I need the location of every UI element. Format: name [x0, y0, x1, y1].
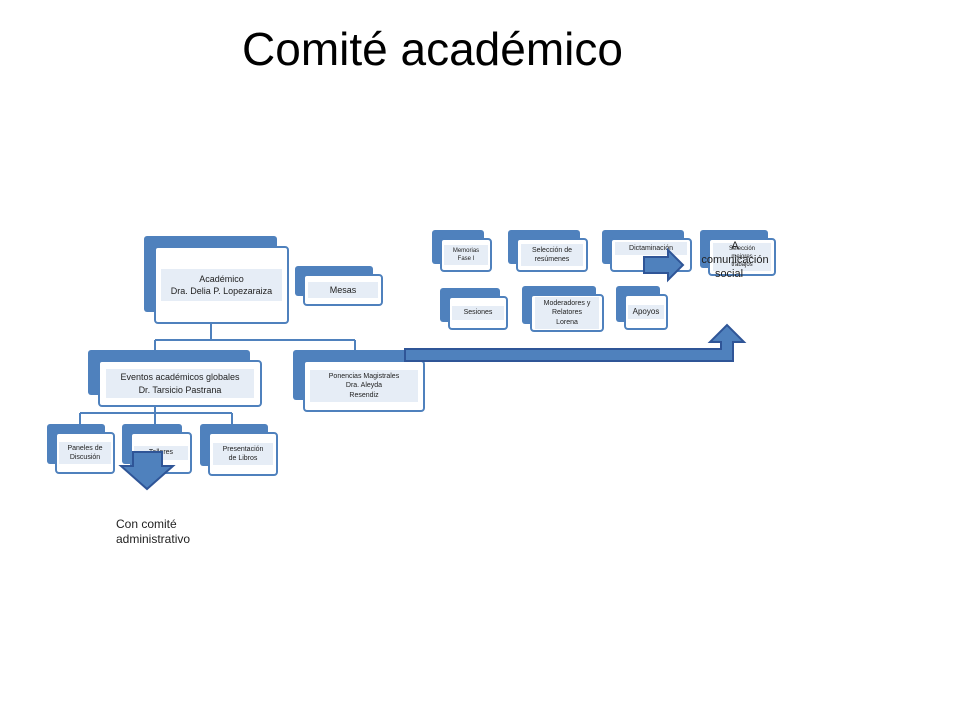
node-eventos-name: Eventos académicos globales	[120, 372, 240, 383]
node-moderadores-line1: Moderadores y	[543, 299, 591, 307]
node-mesas-label: Mesas	[329, 284, 357, 295]
node-apoyos-label: Apoyos	[632, 306, 660, 316]
note-comunicacion-line3: social	[714, 267, 744, 280]
node-memorias-line2: Fase I	[457, 256, 475, 262]
note-comite-administrativo: Con comité administrativo	[116, 517, 236, 547]
node-ponencias-line3: Resendiz	[349, 391, 379, 399]
node-presentacion: Presentación de Libros	[200, 424, 278, 476]
node-academico-person: Dra. Delia P. Lopezaraiza	[170, 286, 273, 296]
node-ponencias-line1: Ponencias Magistrales	[328, 372, 400, 380]
node-presentacion-line1: Presentación	[222, 445, 264, 453]
node-eventos-person: Dr. Tarsicio Pastrana	[138, 384, 222, 395]
node-memorias: Memorias Fase I	[432, 230, 492, 272]
node-paneles-line2: Discusión	[69, 454, 101, 461]
node-moderadores-line3: Lorena	[556, 318, 578, 326]
node-presentacion-line2: de Libros	[228, 455, 258, 462]
node-seleccion-resumenes-line2: resúmenes	[534, 256, 570, 263]
node-seleccion-resumenes: Selección de resúmenes	[508, 230, 588, 272]
note-comunicacion-line1: A	[731, 240, 739, 252]
node-paneles: Paneles de Discusión	[47, 424, 115, 474]
node-academico: Académico Dra. Delia P. Lopezaraiza	[144, 236, 289, 324]
node-moderadores-line2: Relatores	[552, 309, 582, 317]
note-comunicacion-line2: comunicación	[701, 253, 769, 266]
node-ponencias: Ponencias Magistrales Dra. Aleyda Resend…	[293, 350, 425, 412]
node-academico-name: Académico	[199, 273, 244, 284]
node-seleccion-mejores-line3: trabajos	[731, 262, 753, 269]
note-comite-line1: Con comité	[116, 517, 177, 531]
node-eventos: Eventos académicos globales Dr. Tarsicio…	[88, 350, 262, 407]
node-dictaminacion-label: Dictaminación	[629, 245, 673, 252]
note-comunicacion: A comunicación social	[690, 240, 780, 281]
node-moderadores: Moderadores y Relatores Lorena	[522, 286, 604, 332]
elbow-arrow-up	[404, 323, 747, 362]
node-sesiones: Sesiones	[440, 288, 508, 330]
node-seleccion-resumenes-line1: Selección de	[531, 246, 573, 254]
node-memorias-line1: Memorias	[452, 247, 480, 254]
node-paneles-line1: Paneles de	[67, 444, 103, 452]
node-sesiones-label: Sesiones	[463, 309, 493, 317]
note-comite-line2: administrativo	[116, 532, 191, 546]
right-arrow	[643, 247, 685, 283]
down-arrow	[118, 451, 176, 491]
node-ponencias-line2: Dra. Aleyda	[345, 382, 383, 390]
node-seleccion-mejores: Selección mejores trabajos	[700, 230, 776, 276]
node-mesas: Mesas	[295, 266, 383, 306]
node-seleccion-mejores-line2: mejores	[731, 253, 753, 260]
page-title: Comité académico	[242, 23, 623, 75]
node-seleccion-mejores-line1: Selección	[728, 245, 755, 252]
node-apoyos: Apoyos	[616, 286, 668, 330]
